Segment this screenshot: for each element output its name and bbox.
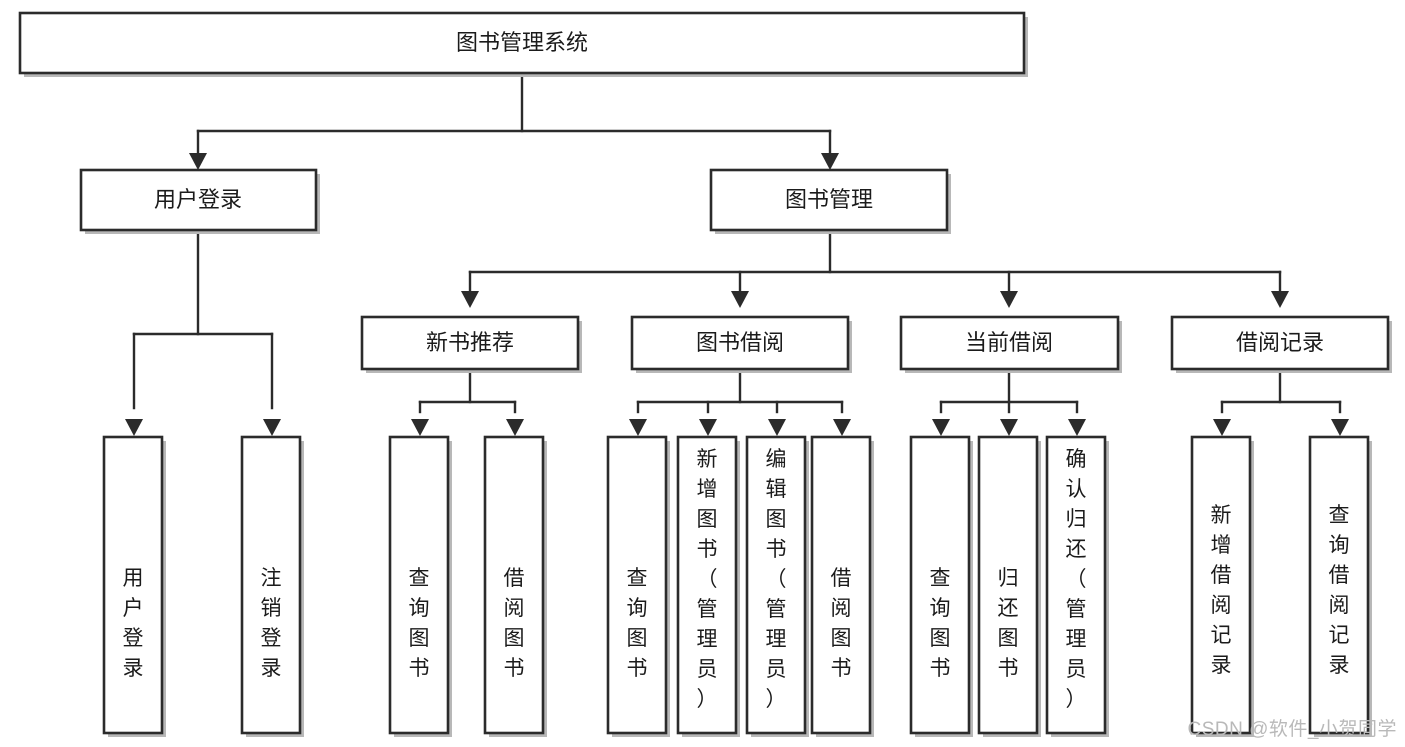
node-label-leaf-borrow-book-1: 借阅图书 bbox=[504, 567, 525, 680]
node-label-current: 当前借阅 bbox=[965, 330, 1053, 355]
node-rect bbox=[909, 435, 971, 735]
node-label-root: 图书管理系统 bbox=[456, 30, 588, 55]
arrow-icon bbox=[1000, 291, 1018, 308]
node-leaf-query-book-2[interactable]: 查询图书 bbox=[606, 435, 670, 737]
node-root[interactable]: 图书管理系统 bbox=[18, 11, 1028, 77]
arrow-icon bbox=[1000, 419, 1018, 436]
node-rect bbox=[1190, 435, 1252, 735]
node-label-leaf-add-book: 新增图书（管理员） bbox=[697, 448, 718, 711]
node-label-record: 借阅记录 bbox=[1236, 330, 1324, 355]
node-label-newbook: 新书推荐 bbox=[426, 330, 514, 355]
node-leaf-return-book[interactable]: 归还图书 bbox=[977, 435, 1041, 737]
arrow-icon bbox=[932, 419, 950, 436]
node-label-leaf-borrow-book-2: 借阅图书 bbox=[831, 567, 852, 680]
arrow-icon bbox=[1068, 419, 1086, 436]
node-rect bbox=[1308, 435, 1370, 735]
node-newbook[interactable]: 新书推荐 bbox=[360, 315, 582, 373]
node-leaf-confirm-return[interactable]: 确认归还（管理员） bbox=[1045, 435, 1109, 737]
arrow-icon bbox=[506, 419, 524, 436]
node-leaf-edit-book[interactable]: 编辑图书（管理员） bbox=[745, 435, 809, 737]
arrow-icon bbox=[731, 291, 749, 308]
node-rect bbox=[745, 435, 807, 735]
node-label-leaf-query-book-3: 查询图书 bbox=[930, 567, 951, 680]
node-bookmgmt[interactable]: 图书管理 bbox=[709, 168, 951, 234]
node-rect bbox=[102, 435, 164, 735]
node-label-leaf-logout: 注销登录 bbox=[261, 567, 282, 680]
node-label-leaf-query-book-2: 查询图书 bbox=[627, 567, 648, 680]
node-rect bbox=[18, 11, 1026, 75]
node-leaf-logout[interactable]: 注销登录 bbox=[240, 435, 304, 737]
arrow-icon bbox=[821, 153, 839, 170]
arrow-icon bbox=[699, 419, 717, 436]
node-rect bbox=[1045, 435, 1107, 735]
node-rect bbox=[388, 435, 450, 735]
node-label-leaf-confirm-return: 确认归还（管理员） bbox=[1066, 448, 1087, 711]
node-rect bbox=[240, 435, 302, 735]
arrow-icon bbox=[189, 153, 207, 170]
node-label-leaf-edit-book: 编辑图书（管理员） bbox=[766, 448, 787, 711]
node-leaf-add-book[interactable]: 新增图书（管理员） bbox=[676, 435, 740, 737]
arrow-icon bbox=[768, 419, 786, 436]
node-label-login: 用户登录 bbox=[154, 187, 242, 212]
node-leaf-query-record[interactable]: 查询借阅记录 bbox=[1308, 435, 1372, 737]
node-rect bbox=[1170, 315, 1390, 371]
arrow-icon bbox=[125, 419, 143, 436]
node-rect bbox=[630, 315, 850, 371]
node-rect bbox=[709, 168, 949, 232]
node-rect bbox=[810, 435, 872, 735]
node-rect bbox=[79, 168, 318, 232]
node-label-leaf-user-login: 用户登录 bbox=[123, 567, 144, 680]
node-leaf-borrow-book-1[interactable]: 借阅图书 bbox=[483, 435, 547, 737]
node-label-borrow: 图书借阅 bbox=[696, 330, 784, 355]
node-label-leaf-return-book: 归还图书 bbox=[998, 567, 1019, 680]
connector-group bbox=[125, 75, 1349, 436]
node-leaf-user-login[interactable]: 用户登录 bbox=[102, 435, 166, 737]
node-login[interactable]: 用户登录 bbox=[79, 168, 320, 234]
arrow-icon bbox=[1271, 291, 1289, 308]
node-leaf-query-book-3[interactable]: 查询图书 bbox=[909, 435, 973, 737]
node-rect bbox=[899, 315, 1120, 371]
node-label-leaf-query-record: 查询借阅记录 bbox=[1329, 504, 1350, 677]
arrow-icon bbox=[629, 419, 647, 436]
arrow-icon bbox=[1331, 419, 1349, 436]
node-leaf-query-book-1[interactable]: 查询图书 bbox=[388, 435, 452, 737]
node-rect bbox=[977, 435, 1039, 735]
node-borrow[interactable]: 图书借阅 bbox=[630, 315, 852, 373]
node-label-leaf-add-record: 新增借阅记录 bbox=[1211, 504, 1232, 677]
arrow-icon bbox=[411, 419, 429, 436]
arrow-icon bbox=[461, 291, 479, 308]
node-label-bookmgmt: 图书管理 bbox=[785, 187, 873, 212]
node-rect bbox=[606, 435, 668, 735]
arrow-icon bbox=[833, 419, 851, 436]
node-current[interactable]: 当前借阅 bbox=[899, 315, 1122, 373]
node-leaf-borrow-book-2[interactable]: 借阅图书 bbox=[810, 435, 874, 737]
node-leaf-add-record[interactable]: 新增借阅记录 bbox=[1190, 435, 1254, 737]
node-rect bbox=[360, 315, 580, 371]
node-label-leaf-query-book-1: 查询图书 bbox=[409, 567, 430, 680]
node-record[interactable]: 借阅记录 bbox=[1170, 315, 1392, 373]
arrow-icon bbox=[1213, 419, 1231, 436]
arrow-icon bbox=[263, 419, 281, 436]
node-rect bbox=[676, 435, 738, 735]
node-rect bbox=[483, 435, 545, 735]
